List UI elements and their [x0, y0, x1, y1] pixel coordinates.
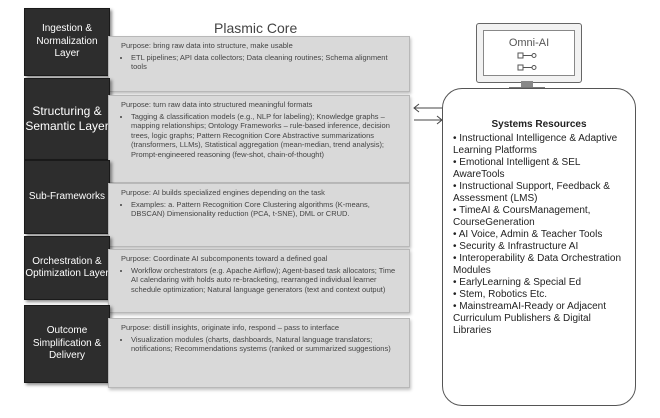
layer-item: Examples: a. Pattern Recognition Core Cl… [131, 200, 403, 219]
layer-label-outcome: Outcome Simplification & Delivery [24, 305, 110, 383]
diagram-title: Plasmic Core [214, 20, 298, 36]
monitor-screen: Omni-AI [483, 30, 575, 76]
layer-purpose: Purpose: turn raw data into structured m… [121, 100, 313, 109]
layer-item: Workflow orchestrators (e.g. Apache Airf… [131, 266, 403, 294]
layer-card-sub-frameworks: Purpose: AI builds specialized engines d… [108, 183, 410, 247]
layer-card-structuring: Purpose: turn raw data into structured m… [108, 95, 410, 183]
layer-label-structuring: Structuring & Semantic Layer [24, 78, 110, 160]
layer-item: Visualization modules (charts, dashboard… [131, 335, 403, 354]
system-resource-item: Stem, Robotics Etc. [453, 289, 627, 301]
layer-card-outcome: Purpose: distill insights, originate inf… [108, 318, 410, 388]
system-resource-item: Interoperability & Data Orchestration Mo… [453, 253, 627, 277]
bidirectional-arrow-icon [413, 103, 443, 125]
monitor-stand [521, 81, 533, 87]
system-resource-item: EarlyLearning & Special Ed [453, 277, 627, 289]
system-resources-title: Systems Resources [491, 119, 587, 130]
system-resource-item: TimeAI & CoursManagement, CourseGenerati… [453, 205, 627, 229]
layer-purpose: Purpose: AI builds specialized engines d… [121, 188, 325, 197]
system-resources-panel: Systems Resources Instructional Intellig… [442, 88, 636, 406]
system-resource-item: MainstreamAI-Ready or Adjacent Curriculu… [453, 301, 627, 337]
system-resource-item: Security & Infrastructure AI [453, 241, 627, 253]
layer-purpose: Purpose: bring raw data into structure, … [121, 41, 293, 50]
computer-monitor-icon: Omni-AI [476, 23, 582, 83]
system-resources-list: Instructional Intelligence & Adaptive Le… [453, 133, 627, 337]
layer-purpose: Purpose: distill insights, originate inf… [121, 323, 340, 332]
layer-item: ETL pipelines; API data collectors; Data… [131, 53, 403, 72]
layer-card-orchestration: Purpose: Coordinate AI subcomponents tow… [108, 249, 410, 313]
layer-label-orchestration: Orchestration & Optimization Layer [24, 236, 110, 300]
layer-purpose: Purpose: Coordinate AI subcomponents tow… [121, 254, 328, 263]
brand-label: Omni-AI [508, 37, 550, 49]
layer-label-sub-frameworks: Sub-Frameworks [24, 160, 110, 234]
system-resource-item: Instructional Support, Feedback & Assess… [453, 181, 627, 205]
system-resource-item: Instructional Intelligence & Adaptive Le… [453, 133, 627, 157]
layer-item: Tagging & classification models (e.g., N… [131, 112, 403, 159]
system-resource-item: AI Voice, Admin & Teacher Tools [453, 229, 627, 241]
flowchart-icon [517, 52, 537, 71]
system-resource-item: Emotional Intelligent & SEL AwareTools [453, 157, 627, 181]
layer-label-ingestion: Ingestion & Normalization Layer [24, 8, 110, 76]
layer-card-ingestion: Purpose: bring raw data into structure, … [108, 36, 410, 92]
